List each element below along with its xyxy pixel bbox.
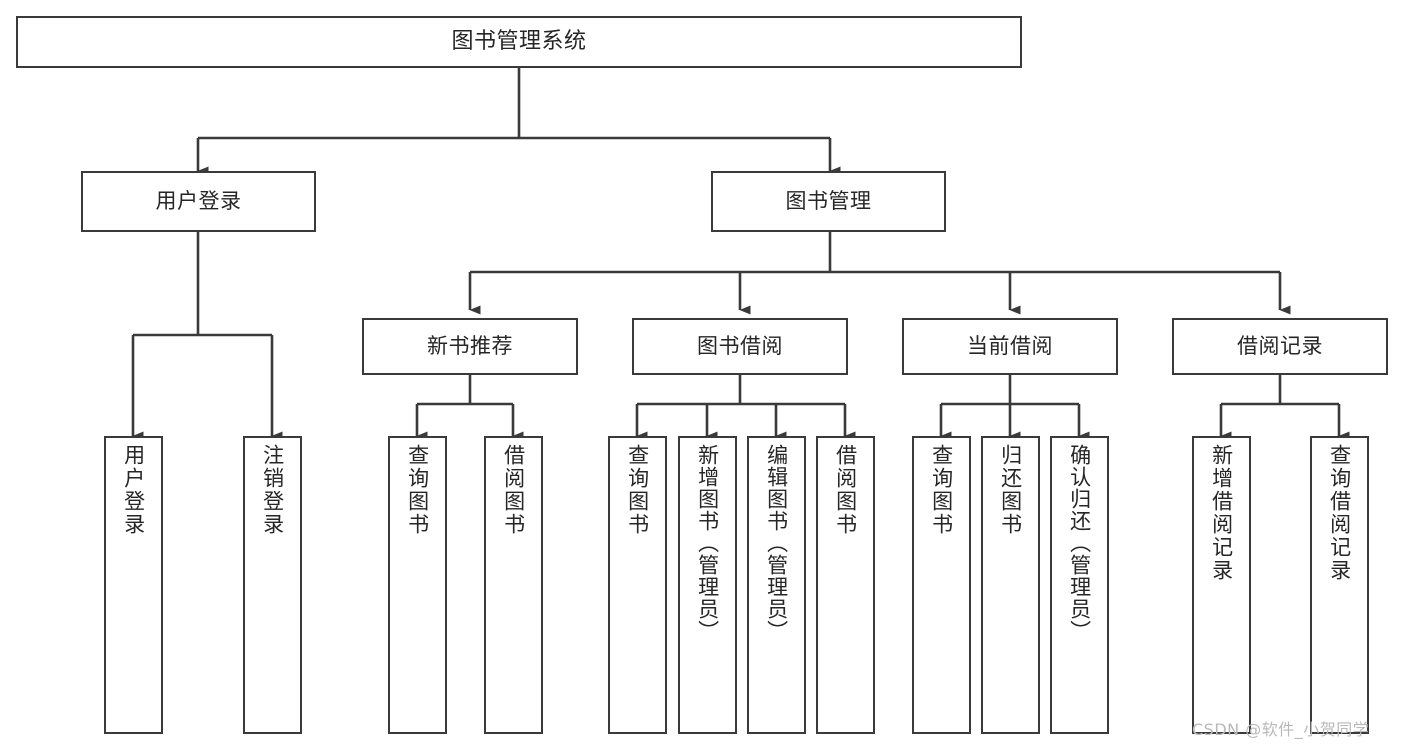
node-label: 图书借阅: [697, 334, 783, 359]
leaf-recommend-query-book[interactable]: 查询图书: [388, 436, 447, 734]
node-label: 用户登录: [121, 444, 146, 536]
node-user-login[interactable]: 用户登录: [81, 171, 316, 232]
node-label: 查询借阅记录: [1327, 444, 1352, 582]
node-label: 查询图书: [405, 444, 430, 536]
node-root-system[interactable]: 图书管理系统: [16, 16, 1022, 68]
leaf-user-login[interactable]: 用户登录: [104, 436, 163, 734]
node-label: 新增借阅记录: [1209, 444, 1234, 582]
node-label: 查询图书: [929, 444, 954, 536]
node-book-borrow[interactable]: 图书借阅: [632, 318, 848, 375]
leaf-user-logout[interactable]: 注销登录: [243, 436, 302, 734]
node-label: 借阅图书: [833, 444, 858, 536]
node-label: 归还图书: [998, 444, 1023, 536]
node-borrow-record[interactable]: 借阅记录: [1172, 318, 1388, 375]
node-label: 当前借阅: [967, 334, 1053, 359]
leaf-borrow-edit-book-admin[interactable]: 编辑图书（管理员）: [747, 436, 806, 734]
node-label: 借阅图书: [501, 444, 526, 536]
leaf-borrow-query-book[interactable]: 查询图书: [608, 436, 667, 734]
leaf-borrow-add-book-admin[interactable]: 新增图书（管理员）: [678, 436, 737, 734]
leaf-recommend-borrow-book[interactable]: 借阅图书: [484, 436, 543, 734]
node-label: 编辑图书（管理员）: [764, 444, 789, 642]
csdn-watermark: CSDN @软件_小贺同学: [1192, 720, 1370, 739]
node-label: 新增图书（管理员）: [695, 444, 720, 642]
node-label: 图书管理系统: [451, 29, 587, 55]
node-label: 图书管理: [785, 189, 872, 214]
node-new-book-recommend[interactable]: 新书推荐: [362, 318, 578, 375]
node-label: 借阅记录: [1237, 334, 1323, 359]
leaf-current-confirm-return-admin[interactable]: 确认归还（管理员）: [1050, 436, 1109, 734]
leaf-borrow-borrow-book[interactable]: 借阅图书: [816, 436, 875, 734]
node-label: 确认归还（管理员）: [1067, 444, 1092, 642]
leaf-current-query-book[interactable]: 查询图书: [912, 436, 971, 734]
node-label: 查询图书: [625, 444, 650, 536]
node-label: 新书推荐: [427, 334, 513, 359]
node-label: 用户登录: [155, 189, 242, 214]
leaf-record-add-borrow-record[interactable]: 新增借阅记录: [1192, 436, 1251, 734]
node-book-management[interactable]: 图书管理: [711, 171, 946, 232]
leaf-current-return-book[interactable]: 归还图书: [981, 436, 1040, 734]
node-label: 注销登录: [260, 444, 285, 536]
node-current-borrow[interactable]: 当前借阅: [902, 318, 1118, 375]
leaf-record-query-borrow-record[interactable]: 查询借阅记录: [1310, 436, 1369, 734]
